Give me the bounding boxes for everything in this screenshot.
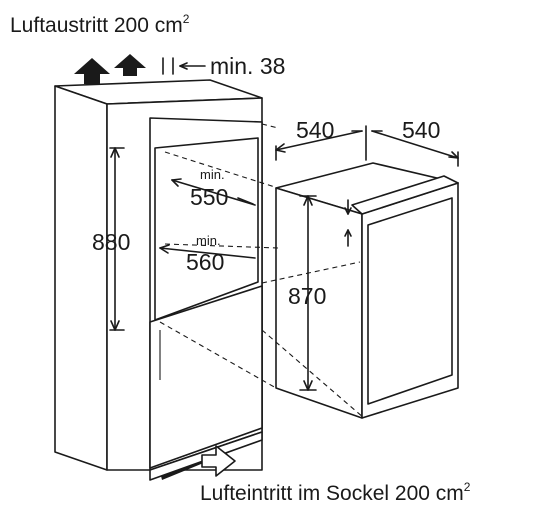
- dimension-lines: [109, 57, 459, 391]
- appliance-width-label: 540: [296, 117, 334, 143]
- appliance: [275, 162, 459, 419]
- up-arrow-icon: [74, 54, 146, 84]
- appliance-hinge-strip: [351, 175, 459, 215]
- depth-min-value-1: 550: [190, 184, 228, 210]
- cabinet-side-panel: [54, 85, 108, 471]
- top-gap-label: min. 38: [210, 53, 285, 79]
- depth-min-value-2: 560: [186, 249, 224, 275]
- cabinet: [54, 79, 263, 481]
- appliance-door: [367, 197, 453, 405]
- niche-front-upper: [154, 137, 259, 321]
- air-inlet-label: Lufteintritt im Sockel 200 cm2: [200, 480, 471, 505]
- appliance-depth-label: 540: [402, 117, 440, 143]
- depth-min-label-1: min.: [200, 167, 225, 182]
- air-outlet-label: Luftaustritt 200 cm2: [10, 12, 190, 37]
- alignment-lines: [159, 123, 365, 419]
- niche-height-label: 880: [92, 229, 130, 255]
- right-arrow-icon: [201, 445, 236, 477]
- depth-min-label-2: min.: [196, 233, 221, 248]
- appliance-height-label: 870: [288, 283, 326, 309]
- lower-door: [149, 285, 263, 469]
